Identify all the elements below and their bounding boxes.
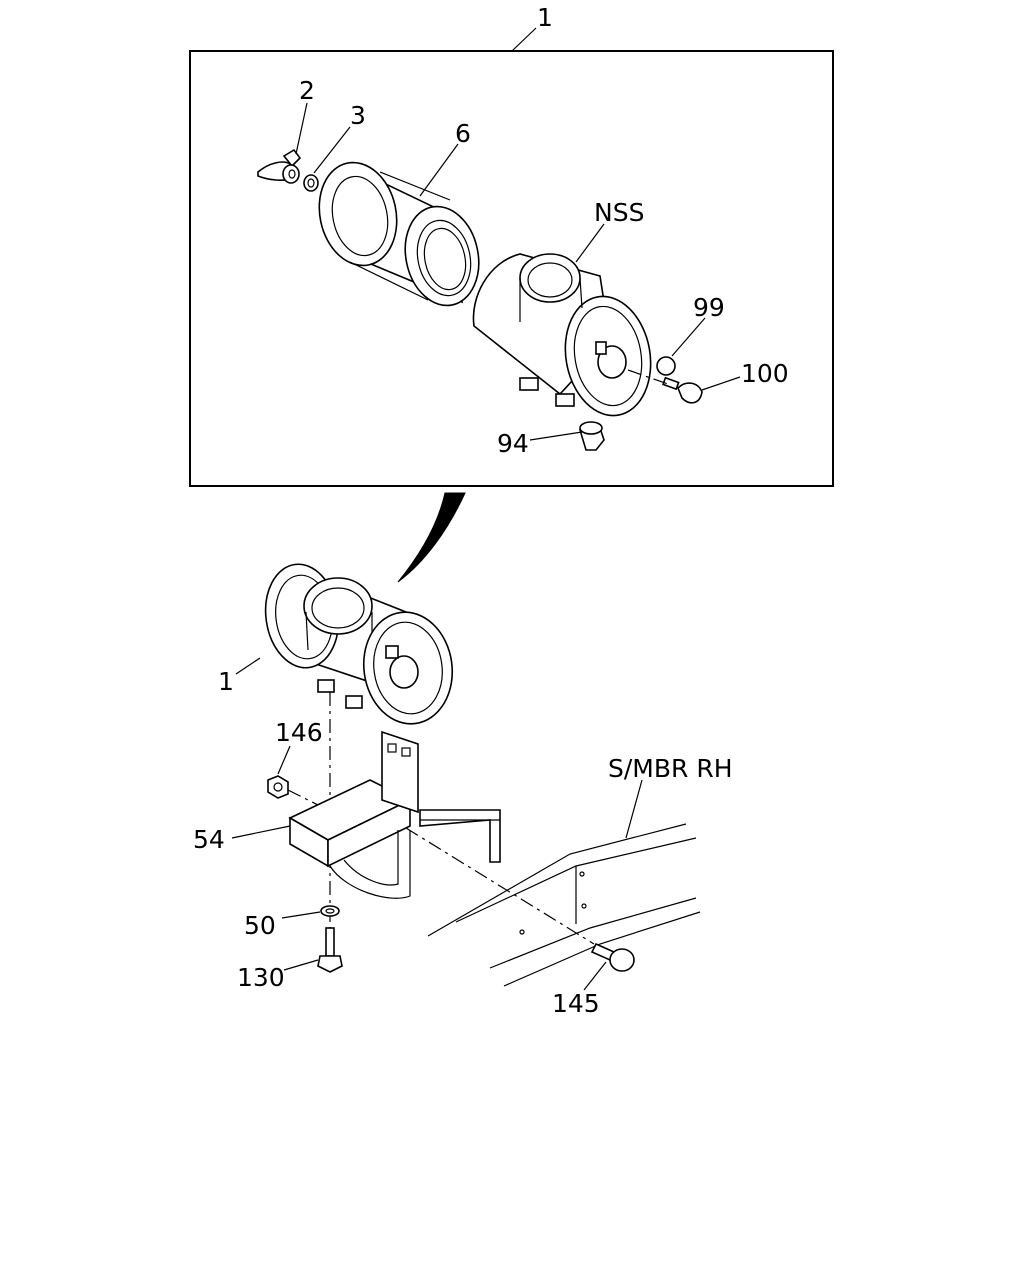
wing-nut-part [257, 148, 302, 184]
callout-washer: 3 [350, 101, 366, 130]
valve-part [578, 421, 605, 451]
callout-cap: 99 [693, 293, 725, 322]
nut-part [267, 775, 289, 799]
detail-frame [189, 50, 834, 487]
washer-lower-part [320, 905, 340, 917]
callout-bolt-frame: 145 [552, 989, 600, 1018]
bolt-frame-part [590, 942, 635, 972]
callout-housing: NSS [594, 198, 644, 227]
callout-assembly-side: 1 [218, 667, 234, 696]
callout-wing-nut: 2 [299, 76, 315, 105]
detail-pointer [397, 492, 466, 583]
callout-bolt-lower: 130 [237, 963, 285, 992]
callout-valve: 94 [497, 429, 529, 458]
callout-frame-member: S/MBR RH [608, 754, 733, 783]
callout-indicator: 100 [741, 359, 789, 388]
cap-part [656, 356, 676, 376]
callout-element: 6 [455, 119, 471, 148]
callout-washer-lower: 50 [244, 911, 276, 940]
callout-assembly-top: 1 [537, 3, 553, 32]
bracket-part [288, 730, 501, 899]
indicator-part [662, 376, 703, 404]
assembly-side-part [264, 563, 454, 725]
bolt-lower-part [317, 927, 343, 973]
filter-element-part [318, 161, 480, 307]
callout-nut: 146 [275, 718, 323, 747]
washer-part [303, 174, 319, 192]
frame-member-part [427, 823, 701, 987]
callout-bracket: 54 [193, 825, 225, 854]
housing-part [472, 253, 652, 417]
